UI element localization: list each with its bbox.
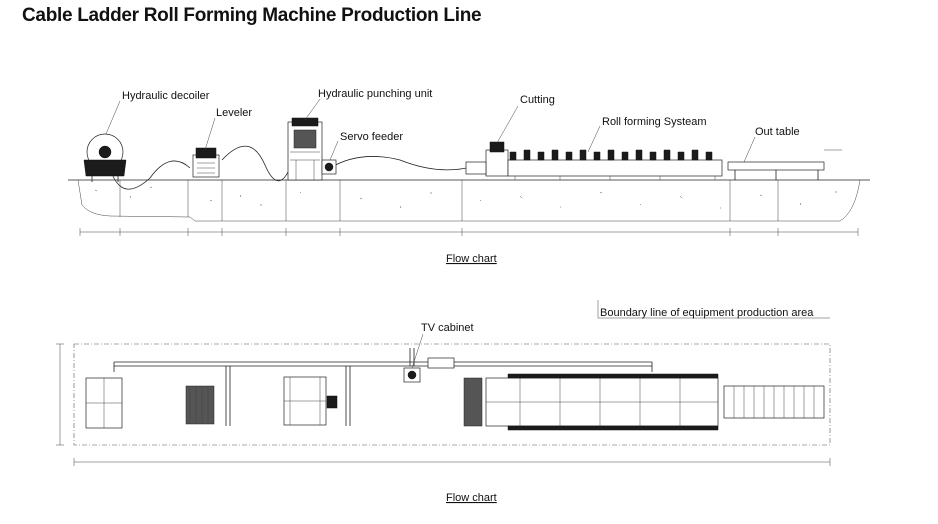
leader-out-table: [743, 136, 756, 163]
leader-roll-forming: [587, 125, 601, 153]
roll-forming-plan: [463, 373, 719, 431]
roll-forming-system-drawing: [507, 149, 723, 180]
caption-flow-chart-2: Flow chart: [446, 492, 497, 504]
out-table-plan: [723, 385, 825, 419]
hydraulic-decoiler-drawing: [83, 133, 127, 182]
caption-flow-chart-1: Flow chart: [446, 253, 497, 265]
plan-view-layout: TV cabinet Boundary line of equipment pr…: [56, 300, 831, 504]
tv-cabinet-plan: [403, 367, 421, 383]
concrete-texture: [94, 186, 837, 209]
overall-dimension-line: [79, 228, 859, 236]
label-out-table: Out table: [755, 126, 800, 138]
boundary-area-rect: [73, 343, 831, 446]
page-title: Cable Ladder Roll Forming Machine Produc…: [22, 5, 482, 26]
label-hydraulic-punching-unit: Hydraulic punching unit: [318, 88, 432, 100]
leader-decoiler: [105, 100, 121, 135]
label-servo-feeder: Servo feeder: [340, 131, 403, 143]
foundation-pits: [119, 180, 779, 221]
out-table-drawing: [727, 149, 842, 180]
strip-loop-3: [329, 156, 476, 171]
label-boundary-line: Boundary line of equipment production ar…: [600, 307, 814, 319]
label-leveler: Leveler: [216, 107, 252, 119]
junction-box: [427, 357, 455, 369]
decoiler-plan: [85, 377, 123, 429]
width-dimension: [56, 343, 64, 446]
leader-leveler: [204, 117, 216, 151]
punching-unit-plan: [283, 376, 338, 426]
label-roll-forming-system: Roll forming Systeam: [602, 116, 707, 128]
leveler-plan: [185, 385, 215, 425]
punching-unit-drawing: [287, 117, 323, 181]
leader-punching: [304, 98, 321, 121]
label-tv-cabinet: TV cabinet: [421, 322, 474, 334]
leveler-drawing: [192, 147, 220, 178]
side-view-elevation: Hydraulic decoiler Leveler Hydraulic pun…: [68, 88, 870, 265]
servo-feeder-drawing: [321, 159, 337, 175]
label-hydraulic-decoiler: Hydraulic decoiler: [122, 90, 210, 102]
strip-loop-2: [221, 145, 291, 182]
leader-tv-cabinet: [411, 333, 424, 369]
cable-tray-main: [113, 361, 653, 372]
length-dimension: [73, 458, 831, 466]
leader-cutting: [496, 105, 519, 144]
label-cutting: Cutting: [520, 94, 555, 106]
leader-boundary: [597, 300, 830, 319]
cable-tray-branches: [225, 348, 415, 426]
cutting-unit-drawing: [465, 141, 509, 177]
leader-servo: [329, 140, 339, 161]
foundation-outline: [77, 179, 861, 222]
